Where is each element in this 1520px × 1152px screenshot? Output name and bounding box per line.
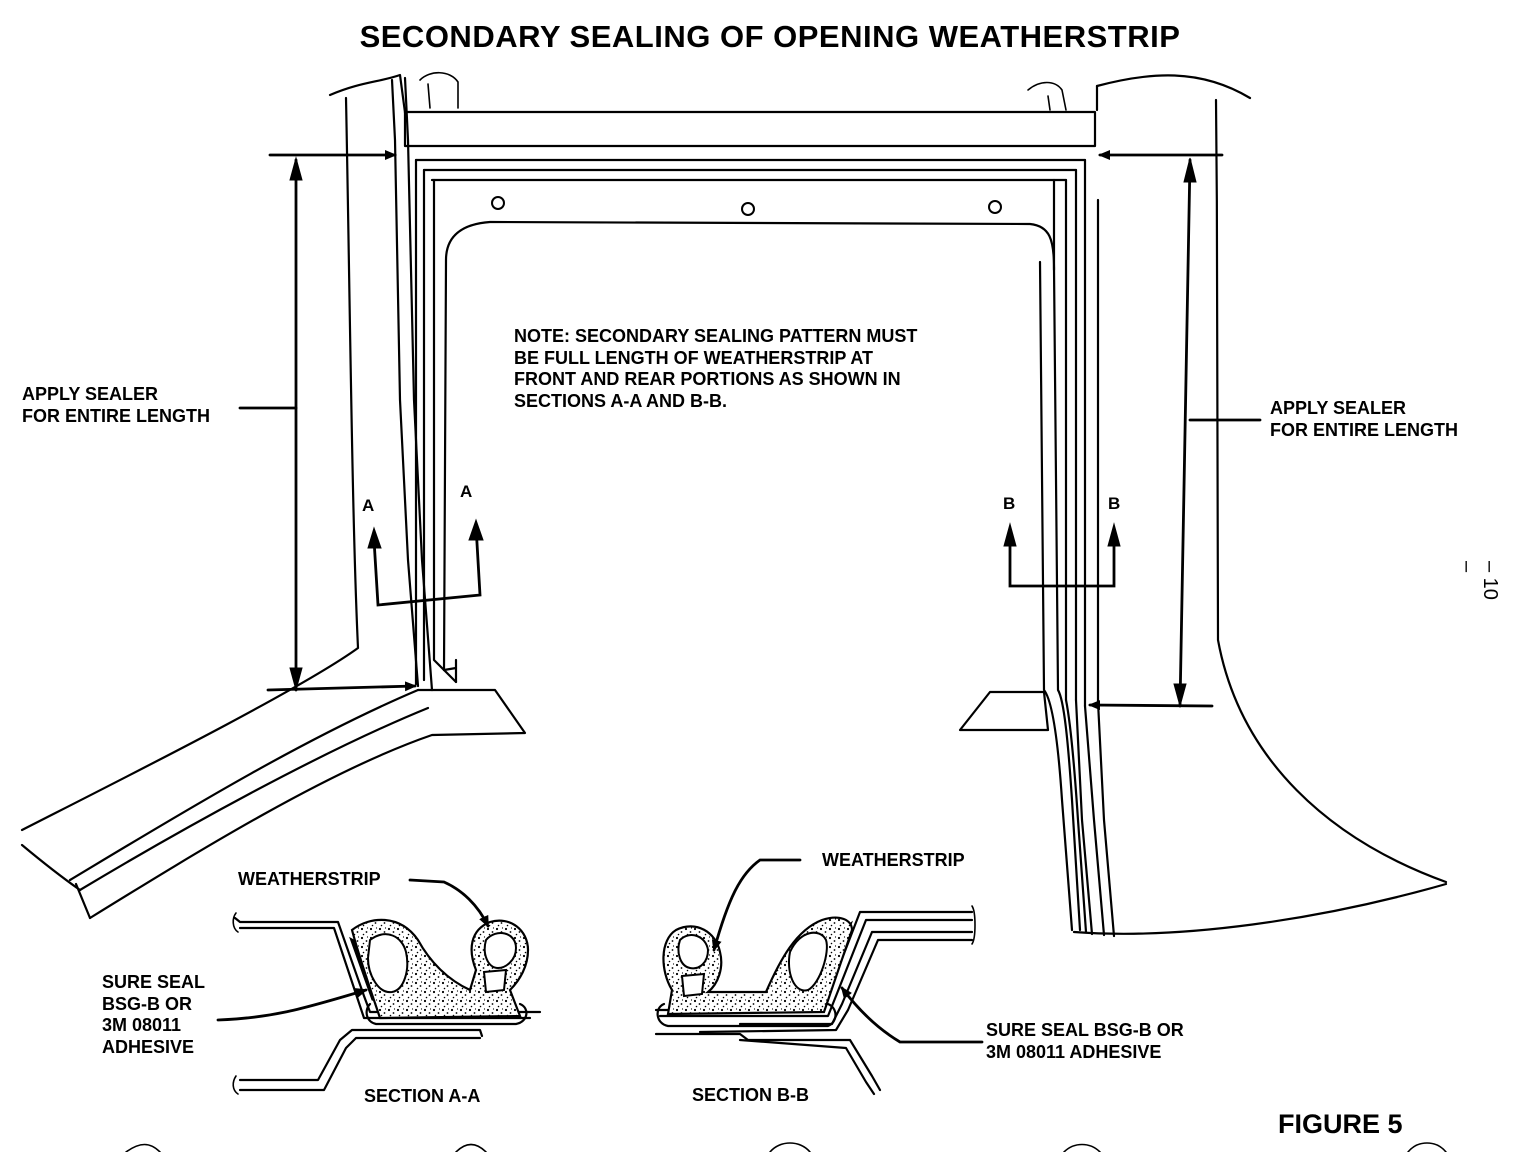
diagram-title: SECONDARY SEALING OF OPENING WEATHERSTRI… bbox=[359, 19, 1181, 54]
adhesive-line: 3M 08011 bbox=[102, 1015, 182, 1036]
section-a-marker-left: A bbox=[362, 496, 375, 515]
section-a-caption: SECTION A-A bbox=[364, 1086, 481, 1106]
page-number: – 10 – bbox=[1456, 561, 1501, 600]
section-a-marker-right: A bbox=[460, 482, 473, 501]
callout-line: FOR ENTIRE LENGTH bbox=[22, 405, 210, 426]
section-a-drawing bbox=[232, 912, 542, 1095]
section-b-drawing bbox=[654, 905, 976, 1096]
section-b-weatherstrip-label: WEATHERSTRIP bbox=[822, 850, 965, 870]
right-pillar bbox=[958, 74, 1448, 938]
section-a-adhesive-label: SURE SEAL BSG-B OR 3M 08011 ADHESIVE bbox=[102, 972, 205, 1058]
adhesive-line: SURE SEAL bbox=[102, 972, 206, 992]
left-dimension-arrows bbox=[238, 150, 417, 692]
sealing-note: NOTE: SECONDARY SEALING PATTERN MUST BE … bbox=[514, 326, 917, 412]
adhesive-line: 3M 08011 ADHESIVE bbox=[986, 1041, 1162, 1062]
right-apply-sealer-callout: APPLY SEALER FOR ENTIRE LENGTH bbox=[1270, 398, 1458, 441]
left-apply-sealer-callout: APPLY SEALER FOR ENTIRE LENGTH bbox=[22, 384, 210, 427]
section-leaders bbox=[216, 858, 984, 1044]
callout-line: FOR ENTIRE LENGTH bbox=[1270, 419, 1458, 440]
callout-line: APPLY SEALER bbox=[1270, 398, 1407, 418]
note-line: BE FULL LENGTH OF WEATHERSTRIP AT bbox=[514, 347, 873, 368]
note-line: NOTE: SECONDARY SEALING PATTERN MUST bbox=[514, 326, 918, 346]
callout-line: APPLY SEALER bbox=[22, 384, 159, 404]
note-line: SECTIONS A-A AND B-B. bbox=[514, 390, 727, 411]
scan-artifacts bbox=[125, 1142, 1447, 1152]
note-line: FRONT AND REAR PORTIONS AS SHOWN IN bbox=[514, 369, 901, 390]
roof-header bbox=[403, 110, 1097, 708]
right-dimension-arrows bbox=[1088, 150, 1262, 711]
section-a-cut-marker bbox=[367, 518, 484, 607]
section-b-caption: SECTION B-B bbox=[692, 1085, 809, 1105]
left-pillar bbox=[20, 71, 527, 920]
section-b-cut-marker bbox=[1003, 522, 1121, 588]
adhesive-line: SURE SEAL BSG-B OR bbox=[986, 1020, 1184, 1040]
section-b-marker-left: B bbox=[1003, 494, 1016, 513]
section-b-adhesive-label: SURE SEAL BSG-B OR 3M 08011 ADHESIVE bbox=[986, 1020, 1184, 1063]
section-a-weatherstrip-label: WEATHERSTRIP bbox=[238, 869, 381, 889]
section-b-marker-right: B bbox=[1108, 494, 1121, 513]
adhesive-line: ADHESIVE bbox=[102, 1036, 195, 1057]
adhesive-line: BSG-B OR bbox=[102, 993, 192, 1014]
figure-label: FIGURE 5 bbox=[1278, 1109, 1403, 1139]
